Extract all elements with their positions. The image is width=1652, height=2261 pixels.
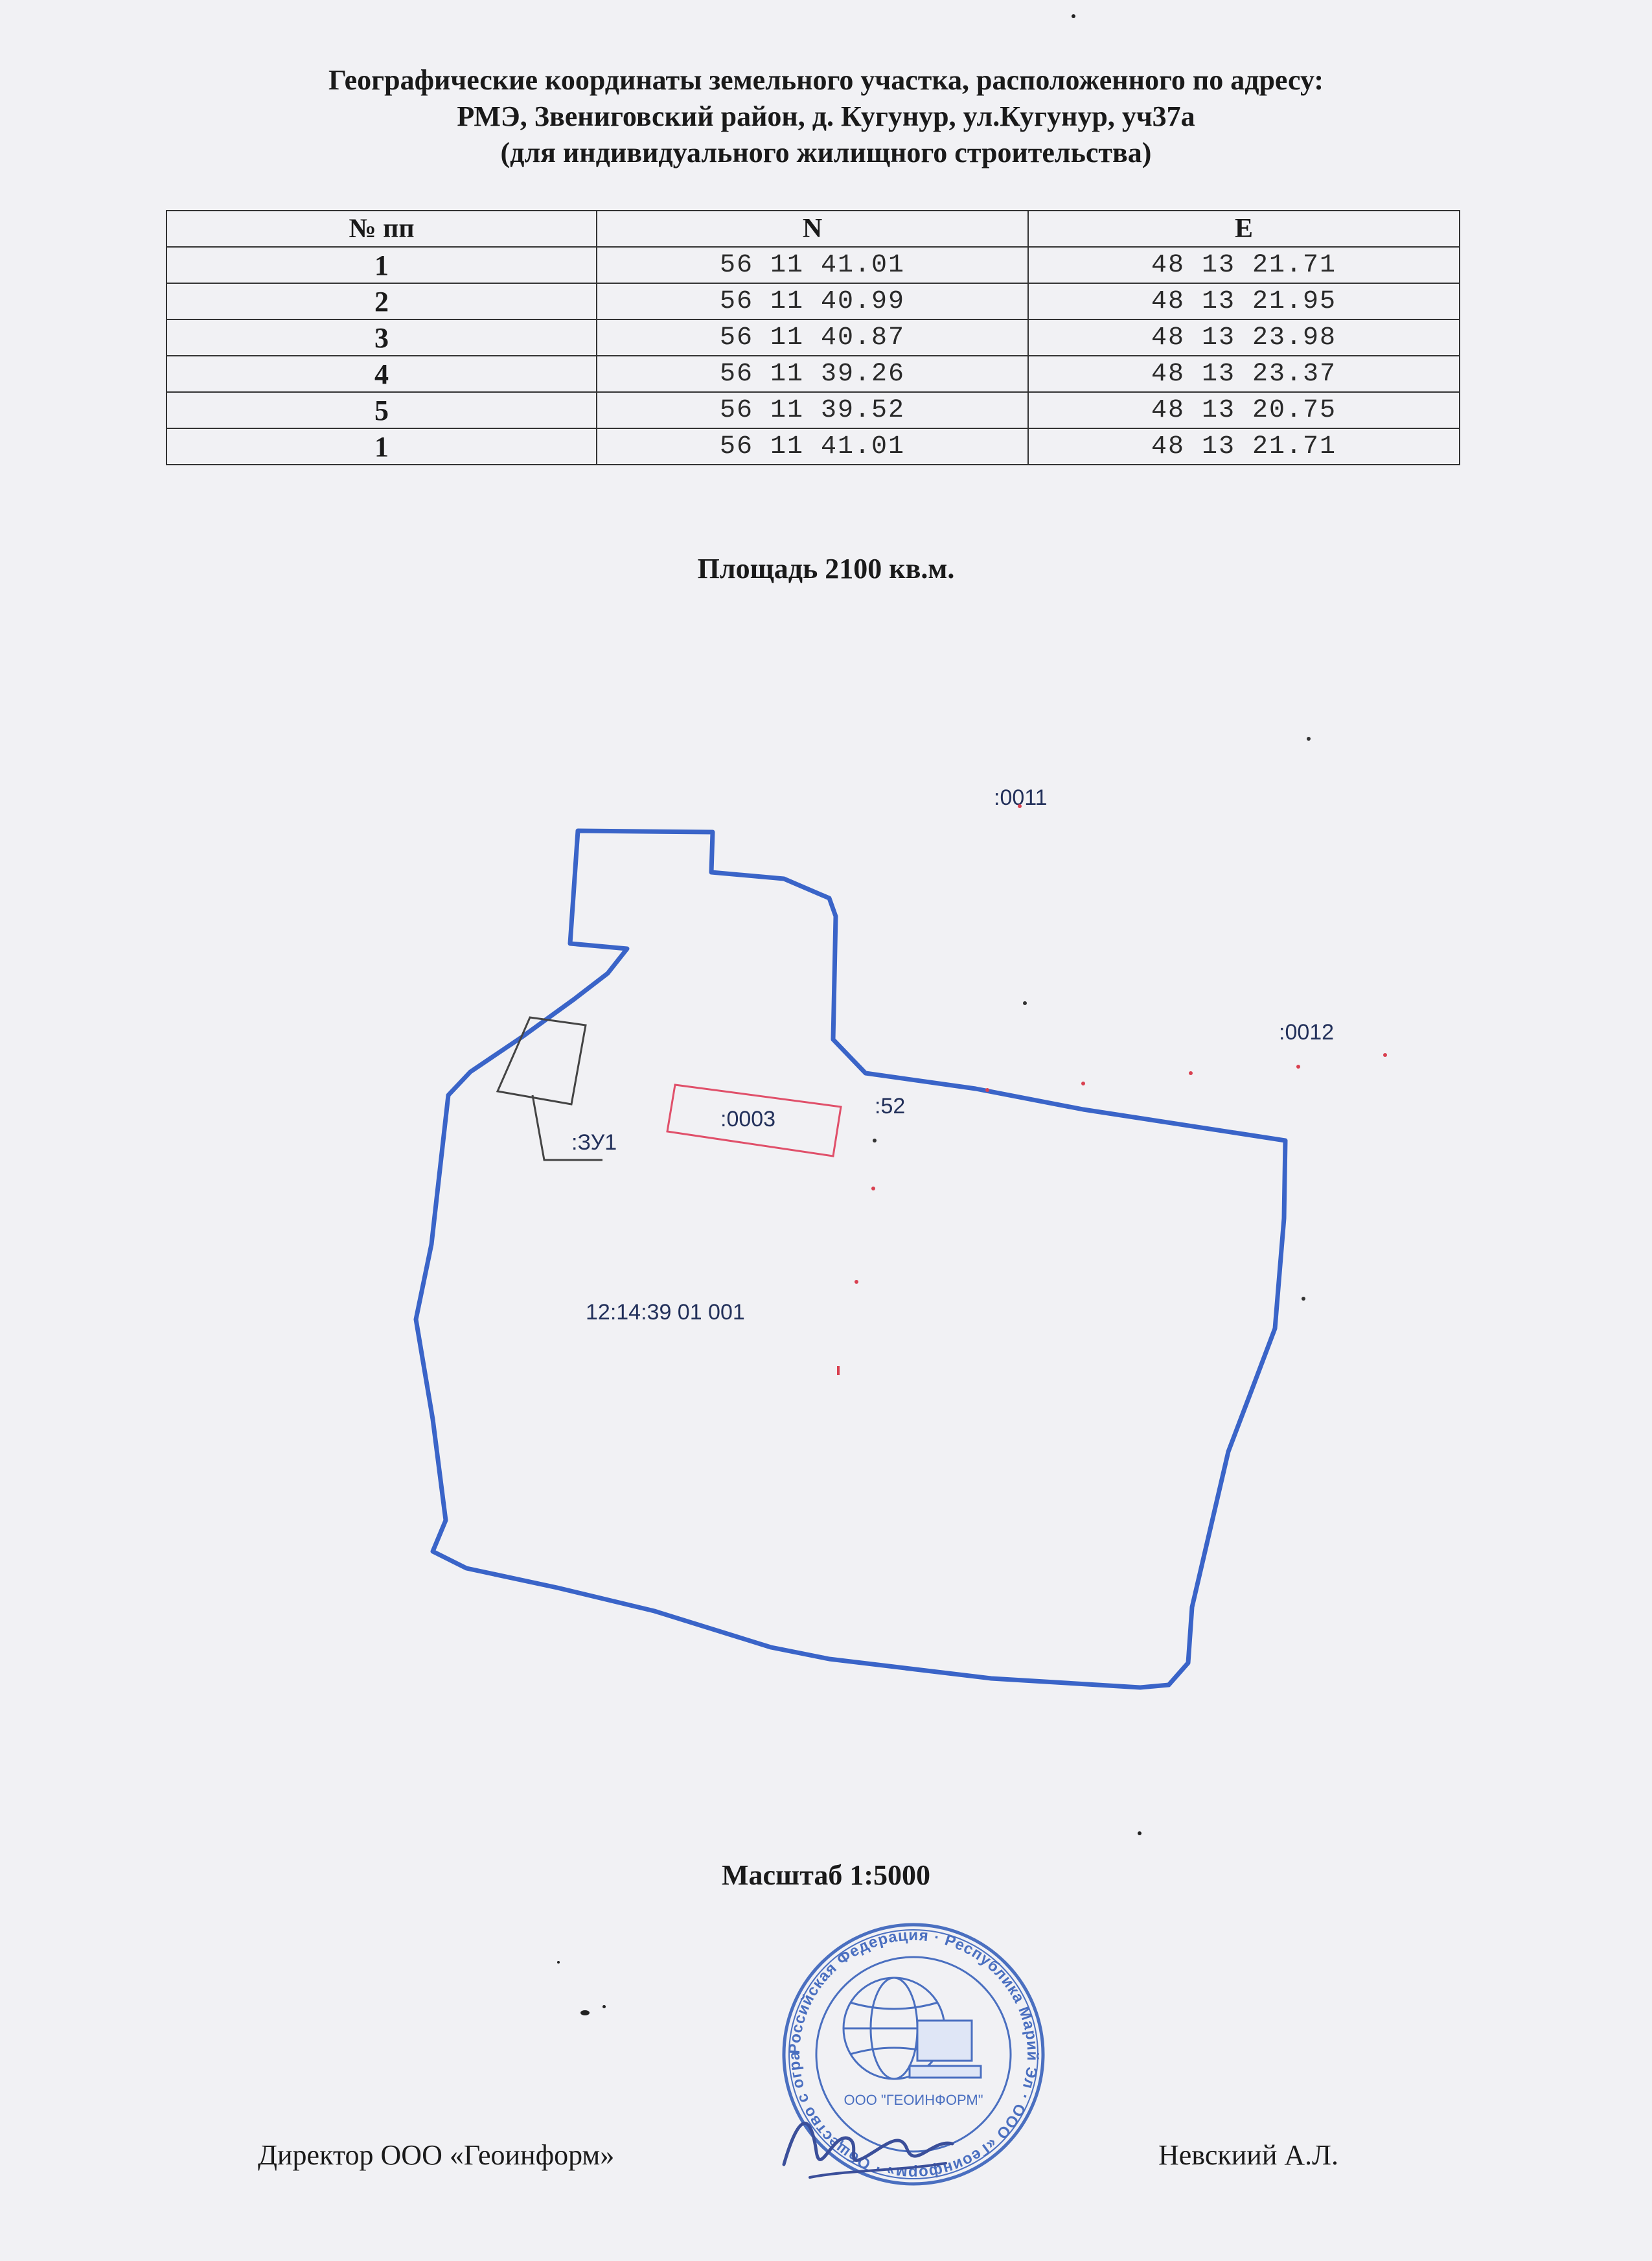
point-number: 5	[166, 391, 597, 429]
longitude-value: 48 13 23.98	[1027, 319, 1460, 356]
document-title: Географические координаты земельного уча…	[0, 62, 1652, 171]
area-label: Площадь 2100 кв.м.	[697, 553, 955, 585]
longitude-value: 48 13 21.71	[1027, 428, 1460, 465]
latitude-value: 56 11 39.52	[596, 391, 1029, 429]
coordinates-table: № пп N E 1 56 11 41.01 48 13 21.71 2 56 …	[166, 210, 1460, 465]
label-parcel-52: :52	[875, 1094, 905, 1119]
header-latitude: N	[596, 210, 1029, 248]
company-seal: Российская Федерация · Республика Марий …	[764, 1918, 1045, 2186]
scan-speck	[557, 1961, 560, 1964]
label-parcel-0012: :0012	[1279, 1020, 1334, 1045]
table-row: 3 56 11 40.87 48 13 23.98	[166, 319, 1460, 356]
longitude-value: 48 13 21.95	[1027, 283, 1460, 320]
label-cadastral-quarter: 12:14:39 01 001	[586, 1300, 745, 1325]
table-row: 5 56 11 39.52 48 13 20.75	[166, 391, 1460, 429]
label-zu1: :ЗУ1	[571, 1130, 617, 1155]
computer-icon	[908, 2019, 982, 2079]
handwritten-signature	[782, 2122, 954, 2179]
cadastral-map: :0011 :0012 :0003 :52 :ЗУ1 12:14:39 01 0…	[413, 737, 1387, 1690]
latitude-value: 56 11 40.99	[596, 283, 1029, 320]
point-number: 2	[166, 283, 597, 320]
longitude-value: 48 13 23.37	[1027, 355, 1460, 393]
point-number: 4	[166, 355, 597, 393]
header-point-number: № пп	[166, 210, 597, 248]
director-name: Невскиий А.Л.	[1158, 2139, 1338, 2171]
table-header-row: № пп N E	[166, 210, 1460, 248]
table-row: 2 56 11 40.99 48 13 21.95	[166, 283, 1460, 320]
quarter-boundary	[413, 828, 1288, 1690]
signature-row: Директор ООО «Геоинформ» Невскиий А.Л.	[0, 2139, 1652, 2184]
title-line-2: РМЭ, Звениговский район, д. Кугунур, ул.…	[457, 100, 1195, 132]
director-position: Директор ООО «Геоинформ»	[258, 2139, 615, 2171]
table-row: 1 56 11 41.01 48 13 21.71	[166, 246, 1460, 284]
latitude-value: 56 11 41.01	[596, 428, 1029, 465]
latitude-value: 56 11 41.01	[596, 246, 1029, 284]
zu1-leader-line	[531, 1095, 602, 1161]
header-longitude: E	[1027, 210, 1460, 248]
map-scan-marks	[837, 804, 1387, 1375]
scan-speck	[580, 2010, 590, 2015]
label-parcel-0003: :0003	[720, 1107, 775, 1131]
seal-rings	[782, 1923, 1045, 2186]
scan-speck	[1138, 1831, 1141, 1835]
seal-center-text: ООО "ГЕОИНФОРМ"	[843, 2092, 983, 2108]
scan-speck	[1072, 14, 1075, 18]
point-number: 1	[166, 246, 597, 284]
scale-label: Масштаб 1:5000	[721, 1859, 930, 1891]
title-line-3: (для индивидуального жилищного строитель…	[500, 137, 1152, 168]
longitude-value: 48 13 21.71	[1027, 246, 1460, 284]
point-number: 3	[166, 319, 597, 356]
table-row: 1 56 11 41.01 48 13 21.71	[166, 428, 1460, 465]
parcel-0003-outline	[666, 1084, 842, 1157]
scan-speck	[602, 2005, 606, 2008]
map-dust-marks	[873, 737, 1311, 1301]
point-number: 1	[166, 428, 597, 465]
zu1-outline	[496, 1016, 587, 1106]
latitude-value: 56 11 39.26	[596, 355, 1029, 393]
table-row: 4 56 11 39.26 48 13 23.37	[166, 355, 1460, 393]
title-line-1: Географические координаты земельного уча…	[328, 64, 1324, 96]
latitude-value: 56 11 40.87	[596, 319, 1029, 356]
longitude-value: 48 13 20.75	[1027, 391, 1460, 429]
